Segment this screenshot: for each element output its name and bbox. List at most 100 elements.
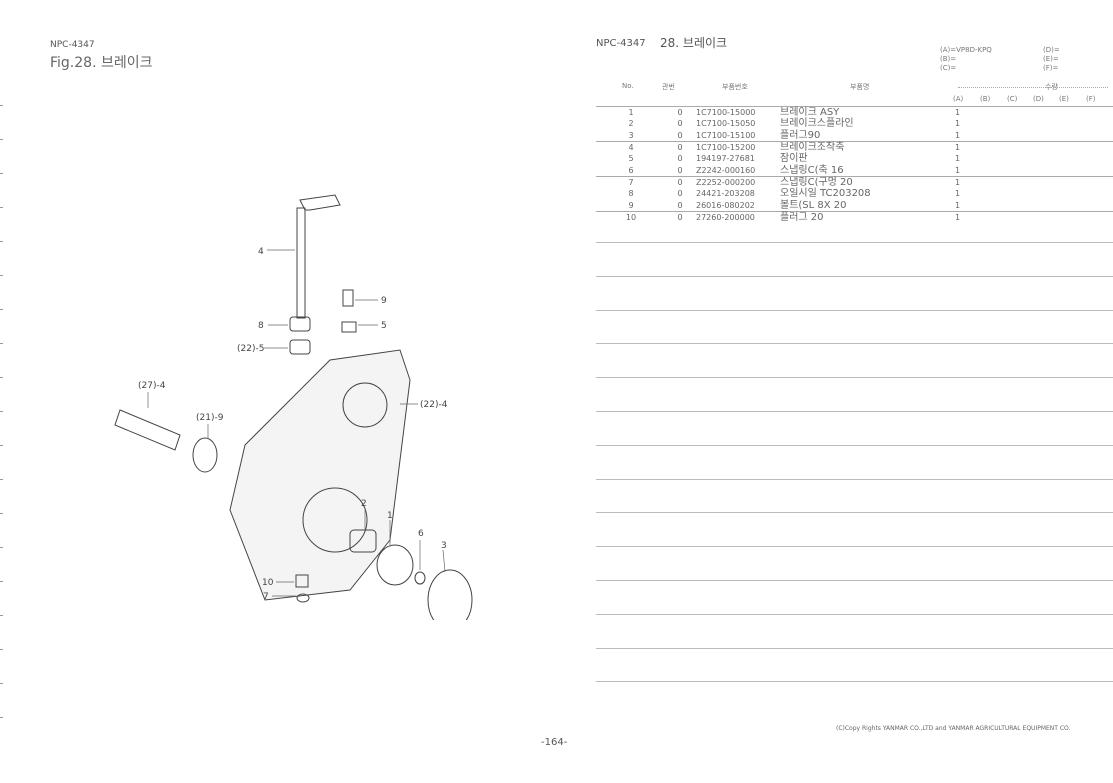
blank-row-rule <box>596 613 1113 615</box>
plug <box>427 569 473 620</box>
blank-row-rule <box>596 242 1113 243</box>
qty-col-d: (D) <box>1033 95 1044 103</box>
exploded-parts-diagram: 4 9 8 5 (22)-5 (27)-4 (21)-9 (22)-4 2 1 … <box>114 194 473 620</box>
callout-1: 1 <box>387 511 393 521</box>
blank-row-rule <box>596 275 1113 277</box>
margin-tick <box>0 581 3 582</box>
brake-spline <box>349 529 377 553</box>
model-e: (E)= <box>1043 55 1059 63</box>
callout-3: 3 <box>441 541 447 551</box>
cell-name: 스냅링C(축 16 <box>780 164 844 176</box>
snap-ring-hole <box>296 593 310 603</box>
bearing <box>192 437 218 473</box>
margin-tick <box>0 377 3 378</box>
cell-part-no: 27260-200000 <box>694 210 778 223</box>
margin-tick <box>0 649 3 650</box>
cell-part-no: 1C7100-15050 <box>696 119 756 129</box>
cell-part-no: Z2252-000200 <box>694 175 778 189</box>
blank-row-rule <box>596 411 1113 412</box>
cell-ref: 0 <box>677 165 683 175</box>
cell-part-no: 1C7100-15000 <box>694 106 778 119</box>
model-b: (B)= <box>940 55 957 63</box>
margin-tick <box>0 411 3 412</box>
callout-8: 8 <box>258 321 264 331</box>
header-ref: 관번 <box>662 83 675 91</box>
cell-qty-a: 1 <box>955 189 961 199</box>
cell-qty-a: 1 <box>955 119 961 129</box>
margin-tick <box>0 275 3 276</box>
cell-no: 10 <box>596 210 666 223</box>
cell-qty-a: 1 <box>955 210 1113 223</box>
callout-27-4: (27)-4 <box>138 381 166 391</box>
page-number: -164- <box>541 737 568 748</box>
cell-qty-a: 1 <box>955 175 1113 189</box>
cell-name: 브레이크스플라인 <box>780 118 854 130</box>
figure-title: Fig.28. 브레이크 <box>50 55 153 71</box>
blank-row-rule <box>596 681 1113 683</box>
callout-5: 5 <box>381 321 387 331</box>
cell-qty-a: 1 <box>955 154 961 164</box>
oil-seal <box>289 316 311 332</box>
cell-part-no: 24421-203208 <box>696 189 755 199</box>
margin-tick <box>0 139 3 140</box>
cell-no: 9 <box>628 200 634 210</box>
cell-name: 오일시일 TC203208 <box>780 188 871 200</box>
bolt <box>342 289 354 307</box>
qty-col-f: (F) <box>1086 95 1096 103</box>
callout-22-5: (22)-5 <box>237 344 264 354</box>
blank-row-rule <box>596 478 1113 480</box>
header-name: 부품명 <box>850 83 870 91</box>
margin-tick <box>0 717 3 718</box>
margin-tick <box>0 547 3 548</box>
brake-asy <box>376 544 414 586</box>
callout-4: 4 <box>258 247 264 257</box>
blank-row-rule <box>596 444 1113 446</box>
margin-tick <box>0 105 3 106</box>
blank-row-rule <box>596 343 1113 345</box>
cell-ref: 0 <box>666 140 694 154</box>
cell-no: 8 <box>628 189 634 199</box>
cell-ref: 0 <box>677 130 683 140</box>
model-f: (F)= <box>1043 64 1059 72</box>
cell-part-no: 194197-27681 <box>696 154 755 164</box>
cell-name: 브레이크조작축 <box>778 140 955 154</box>
cell-part-no: 26016-080202 <box>696 200 755 210</box>
cell-name: 스냅링C(구멍 20 <box>778 175 955 189</box>
callout-10: 10 <box>262 578 274 588</box>
callout-21-9: (21)-9 <box>196 413 224 423</box>
cell-name: 플러그 20 <box>778 210 955 223</box>
snap-ring <box>414 571 426 585</box>
cell-name: 잠이판 <box>780 153 808 165</box>
cell-qty-a: 1 <box>955 140 1113 154</box>
cell-no: 7 <box>596 175 666 189</box>
margin-tick <box>0 683 3 684</box>
cell-part-no: 1C7100-15200 <box>694 140 778 154</box>
blank-row-rule <box>596 512 1113 514</box>
cell-no: 4 <box>596 140 666 154</box>
cell-no: 1 <box>596 106 666 119</box>
margin-tick <box>0 479 3 480</box>
section-title: 28. 브레이크 <box>660 36 728 50</box>
margin-tick <box>0 445 3 446</box>
plug-20 <box>295 574 309 588</box>
cell-name: 플러그90 <box>780 129 821 141</box>
blank-row-rule <box>596 580 1113 581</box>
cell-qty-a: 1 <box>955 200 961 210</box>
callout-6: 6 <box>418 529 424 539</box>
cell-ref: 0 <box>666 106 694 119</box>
table-row: 2 0 1C7100-15050 브레이크스플라인 1 <box>596 118 1113 129</box>
cell-ref: 0 <box>677 119 683 129</box>
model-c: (C)= <box>940 64 957 72</box>
right-catalog-code: NPC-4347 <box>596 38 646 49</box>
cell-no: 2 <box>628 119 634 129</box>
cell-no: 6 <box>628 165 634 175</box>
spline-shaft <box>114 409 181 451</box>
